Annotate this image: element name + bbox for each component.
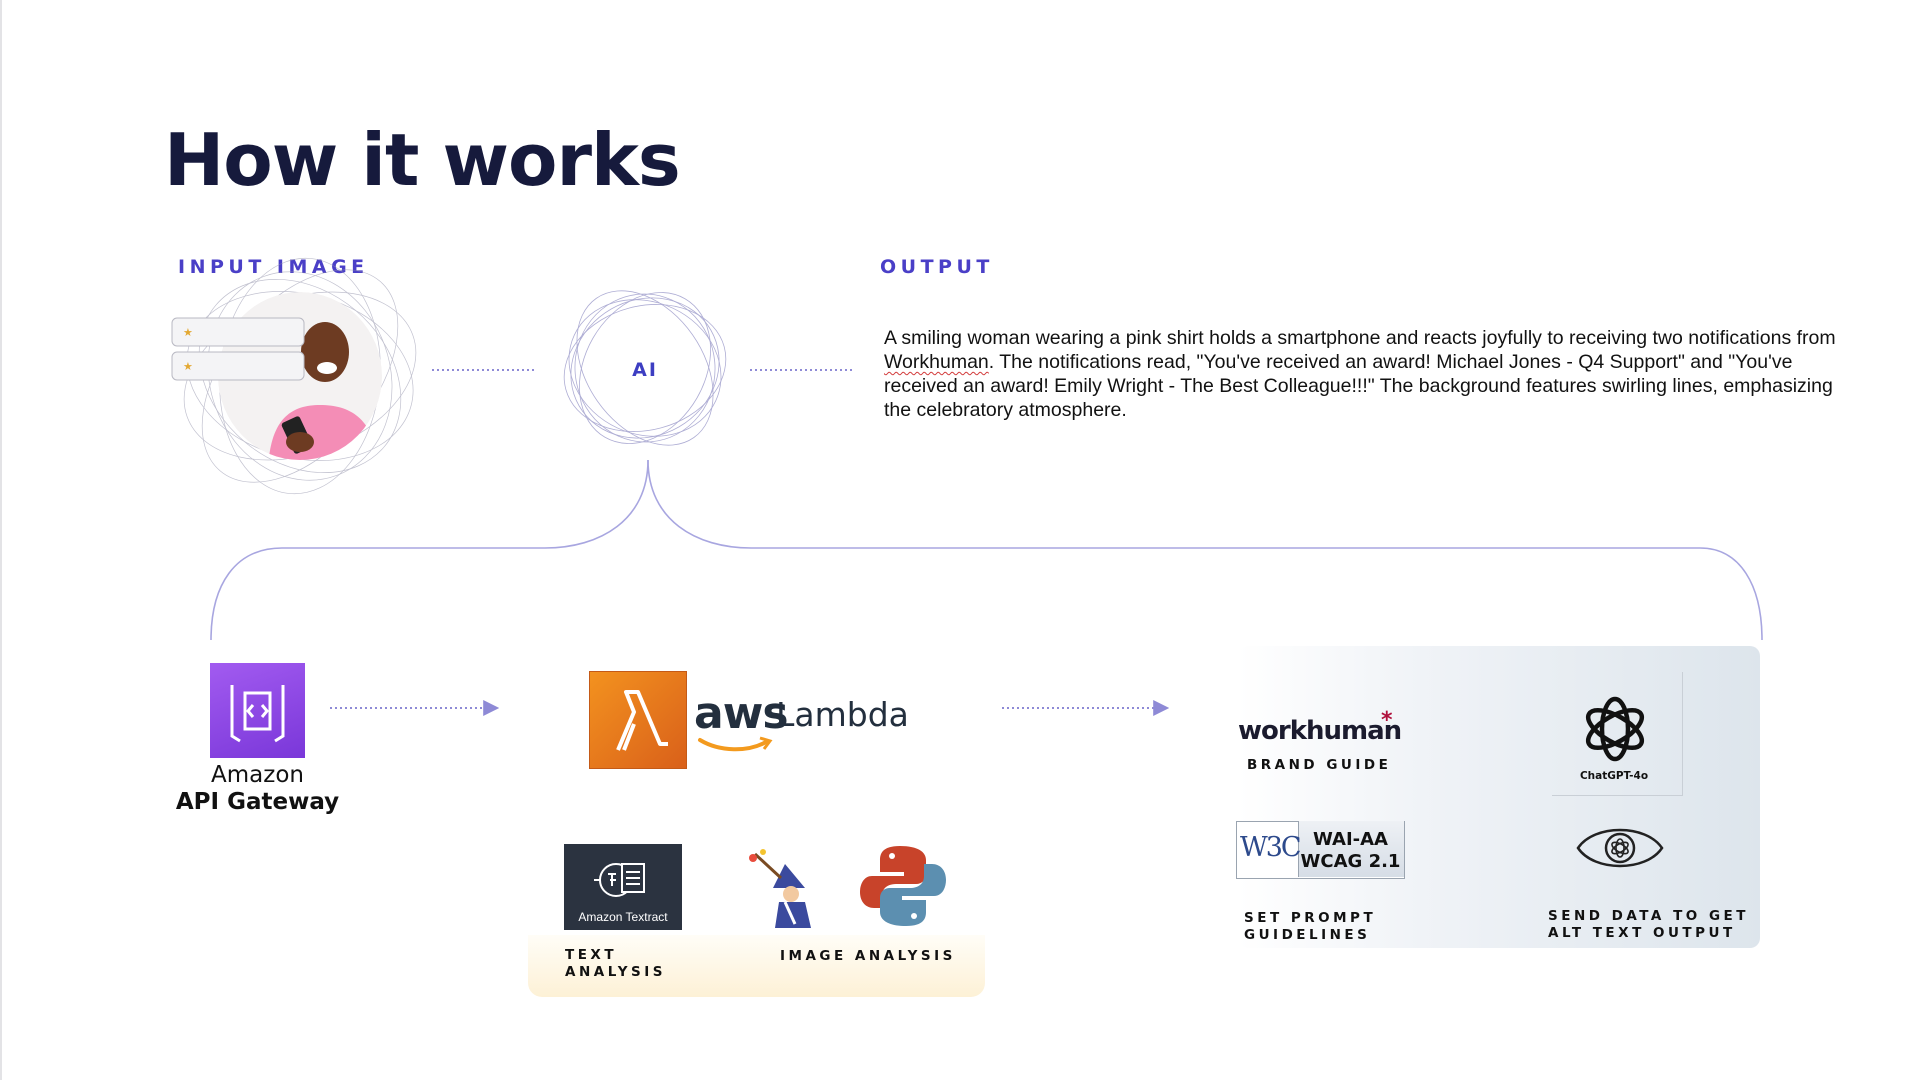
ai-label: AI (632, 359, 658, 381)
chatgpt-card (1552, 672, 1683, 796)
api-gateway-label-line1: Amazon (211, 762, 304, 788)
w3c-level: WAI-AA (1312, 829, 1388, 850)
output-text-workhuman: Workhuman (884, 351, 989, 373)
ai-node (600, 325, 690, 415)
send-data-line1: SEND DATA TO GET (1548, 908, 1749, 924)
image-analysis-caption: IMAGE ANALYSIS (780, 948, 956, 964)
text-analysis-line2: ANALYSIS (565, 964, 666, 980)
output-text-part2: . The notifications read, "You've receiv… (884, 351, 1833, 421)
notification-card-1: ★ (171, 317, 305, 347)
ai-swirl (563, 290, 727, 446)
analysis-tray (528, 935, 985, 997)
output-text-part1: A smiling woman wearing a pink shirt hol… (884, 327, 1836, 349)
star-icon: ★ (183, 326, 193, 339)
w3c-wcag: WCAG 2.1 (1300, 851, 1401, 872)
notification-card-2: ★ (171, 351, 305, 381)
text-analysis-line1: TEXT (565, 947, 618, 963)
w3c-logo: W3C (1240, 832, 1302, 863)
workhuman-logo: workhuman (1238, 716, 1402, 746)
eye-icon (1576, 828, 1664, 868)
send-data-line2: ALT TEXT OUTPUT (1548, 925, 1736, 941)
star-icon: ★ (183, 360, 193, 373)
input-image-label: INPUT IMAGE (178, 256, 369, 278)
bracket-left (210, 459, 649, 641)
api-gateway-label-line2: API Gateway (175, 789, 340, 815)
wizard-icon (749, 849, 811, 928)
output-alt-text: A smiling woman wearing a pink shirt hol… (884, 326, 1844, 422)
python-icon (860, 846, 946, 926)
prompt-panel (1238, 646, 1760, 948)
workhuman-brand-guide: BRAND GUIDE (1247, 757, 1392, 773)
api-gateway-icon (210, 663, 305, 758)
w3c-badge-right (1298, 821, 1404, 877)
slide-left-edge (0, 0, 2, 1080)
aws-smile-icon (698, 736, 773, 752)
textract-icon (594, 863, 645, 897)
text-analysis-caption: TEXT ANALYSIS (565, 947, 666, 981)
slide-title: How it works (164, 118, 681, 202)
lambda-label: Lambda (776, 695, 909, 734)
workhuman-asterisk-icon: * (1381, 708, 1393, 733)
output-label: OUTPUT (880, 256, 994, 278)
set-prompt-guidelines-caption: SET PROMPT GUIDELINES (1244, 910, 1376, 944)
openai-icon (1585, 696, 1645, 762)
chatgpt-label: ChatGPT-4o (1579, 770, 1649, 782)
textract-tile (564, 844, 682, 930)
textract-name: Amazon Textract (578, 910, 668, 924)
lambda-icon (589, 671, 687, 769)
set-prompt-line1: SET PROMPT (1244, 910, 1377, 926)
aws-logo-text: aws (694, 688, 789, 739)
bracket-right (647, 459, 1763, 641)
send-data-caption: SEND DATA TO GET ALT TEXT OUTPUT (1548, 908, 1749, 942)
set-prompt-line2: GUIDELINES (1244, 927, 1371, 943)
